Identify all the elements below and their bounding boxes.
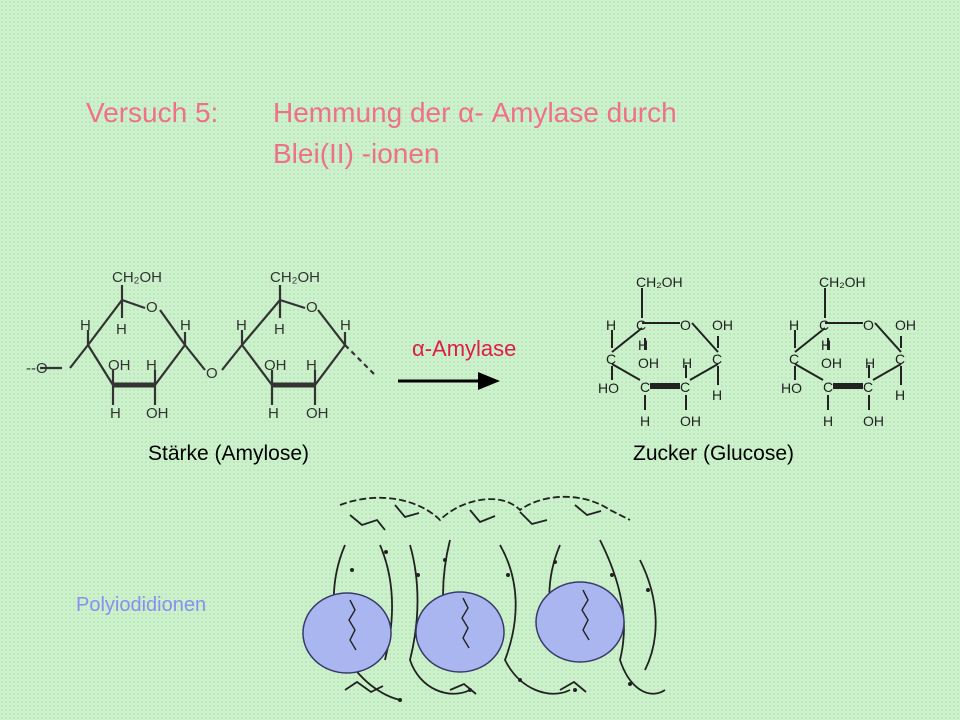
- glucose-label: H: [895, 387, 905, 403]
- amylose-label: H: [146, 357, 157, 374]
- glucose-label: H: [823, 413, 833, 429]
- glucose-structure-left: CH₂OH H C O OH H C OH H C HO C C H H OH: [598, 274, 733, 429]
- amylose-label: H: [110, 405, 121, 422]
- polyiodide-ellipse: [535, 581, 625, 663]
- amylose-label: H: [80, 317, 91, 334]
- glucose-label: C: [863, 379, 873, 395]
- sugar-caption: Zucker (Glucose): [633, 442, 795, 465]
- glucose-label: OH: [863, 413, 884, 429]
- glucose-label: OH: [680, 413, 701, 429]
- amylose-label: OH: [146, 405, 169, 422]
- slide-title-line-1: Hemmung der α- Amylase durch: [273, 97, 677, 128]
- glucose-label: CH₂OH: [819, 274, 866, 290]
- glucose-label: HO: [781, 380, 802, 396]
- polyiodide-label: Polyiodidionen: [76, 594, 207, 616]
- glucose-label: C: [636, 317, 646, 333]
- glucose-label: H: [638, 337, 648, 353]
- glucose-label: H: [682, 355, 692, 371]
- glucose-label: O: [680, 317, 691, 333]
- amylose-label: OH: [264, 357, 287, 374]
- glucose-label: H: [640, 413, 650, 429]
- amylose-label: CH₂OH: [112, 269, 162, 286]
- amylose-label: O: [146, 299, 158, 316]
- amylose-label: H: [180, 317, 191, 334]
- amylose-label: O: [306, 299, 318, 316]
- glucose-label: C: [606, 351, 616, 367]
- glucose-label: OH: [895, 317, 916, 333]
- amylose-ring-left: CH₂OH O H H OH H H OH H --O: [26, 269, 206, 422]
- glucose-label: H: [712, 387, 722, 403]
- glucose-label: C: [819, 317, 829, 333]
- glucose-label: C: [823, 379, 833, 395]
- glucose-structure-right: CH₂OH H C O OH H C OH H C HO C C H H OH: [781, 274, 916, 429]
- glucose-label: C: [789, 351, 799, 367]
- starch-caption: Stärke (Amylose): [148, 442, 310, 465]
- glucose-label: C: [640, 379, 650, 395]
- glucose-label: CH₂OH: [636, 274, 683, 290]
- glucose-label: H: [606, 317, 616, 333]
- glucose-label: H: [865, 355, 875, 371]
- slide-title-label: Versuch 5:: [86, 97, 219, 128]
- amylose-label: H: [274, 321, 285, 338]
- amylose-label: H: [306, 357, 317, 374]
- glucose-label: O: [863, 317, 874, 333]
- amylose-label: OH: [306, 405, 329, 422]
- glucose-label: OH: [638, 355, 659, 371]
- amylose-linkage: O: [206, 365, 218, 382]
- glucose-label: C: [680, 379, 690, 395]
- amylose-label: H: [268, 405, 279, 422]
- amylose-label: H: [236, 317, 247, 334]
- amylose-linkage: --O: [26, 360, 48, 377]
- glucose-label: H: [789, 317, 799, 333]
- glucose-label: HO: [598, 380, 619, 396]
- glucose-label: H: [821, 337, 831, 353]
- glucose-label: OH: [712, 317, 733, 333]
- polyiodide-ellipse: [302, 592, 392, 674]
- amylose-structure: CH₂OH O H H OH H H OH H --O O: [26, 269, 376, 422]
- amylose-label: H: [340, 317, 351, 334]
- reaction-arrow: [398, 372, 500, 390]
- glucose-label: C: [895, 351, 905, 367]
- amylose-label: OH: [108, 357, 131, 374]
- polyiodide-ellipse: [415, 591, 505, 673]
- amylose-label: H: [116, 321, 127, 338]
- enzyme-label: α-Amylase: [412, 336, 517, 361]
- amylose-ring-right: CH₂OH O H H OH H H OH H: [236, 269, 376, 422]
- slide-title-line-2: Blei(II) -ionen: [273, 138, 440, 169]
- glucose-label: OH: [821, 355, 842, 371]
- glucose-label: C: [712, 351, 722, 367]
- amylose-label: CH₂OH: [270, 269, 320, 286]
- polyiodide-ions: [302, 581, 625, 674]
